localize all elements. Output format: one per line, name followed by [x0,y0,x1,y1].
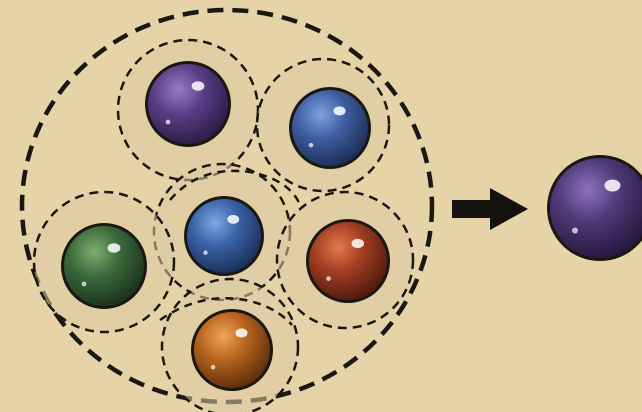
marble-green-left [61,223,147,309]
marble-blue-top-right [289,87,371,169]
marble-red-right [306,219,390,303]
marble-purple-top [145,61,231,147]
marble-orange-bottom [191,309,273,391]
marble-blue-center [184,196,264,276]
